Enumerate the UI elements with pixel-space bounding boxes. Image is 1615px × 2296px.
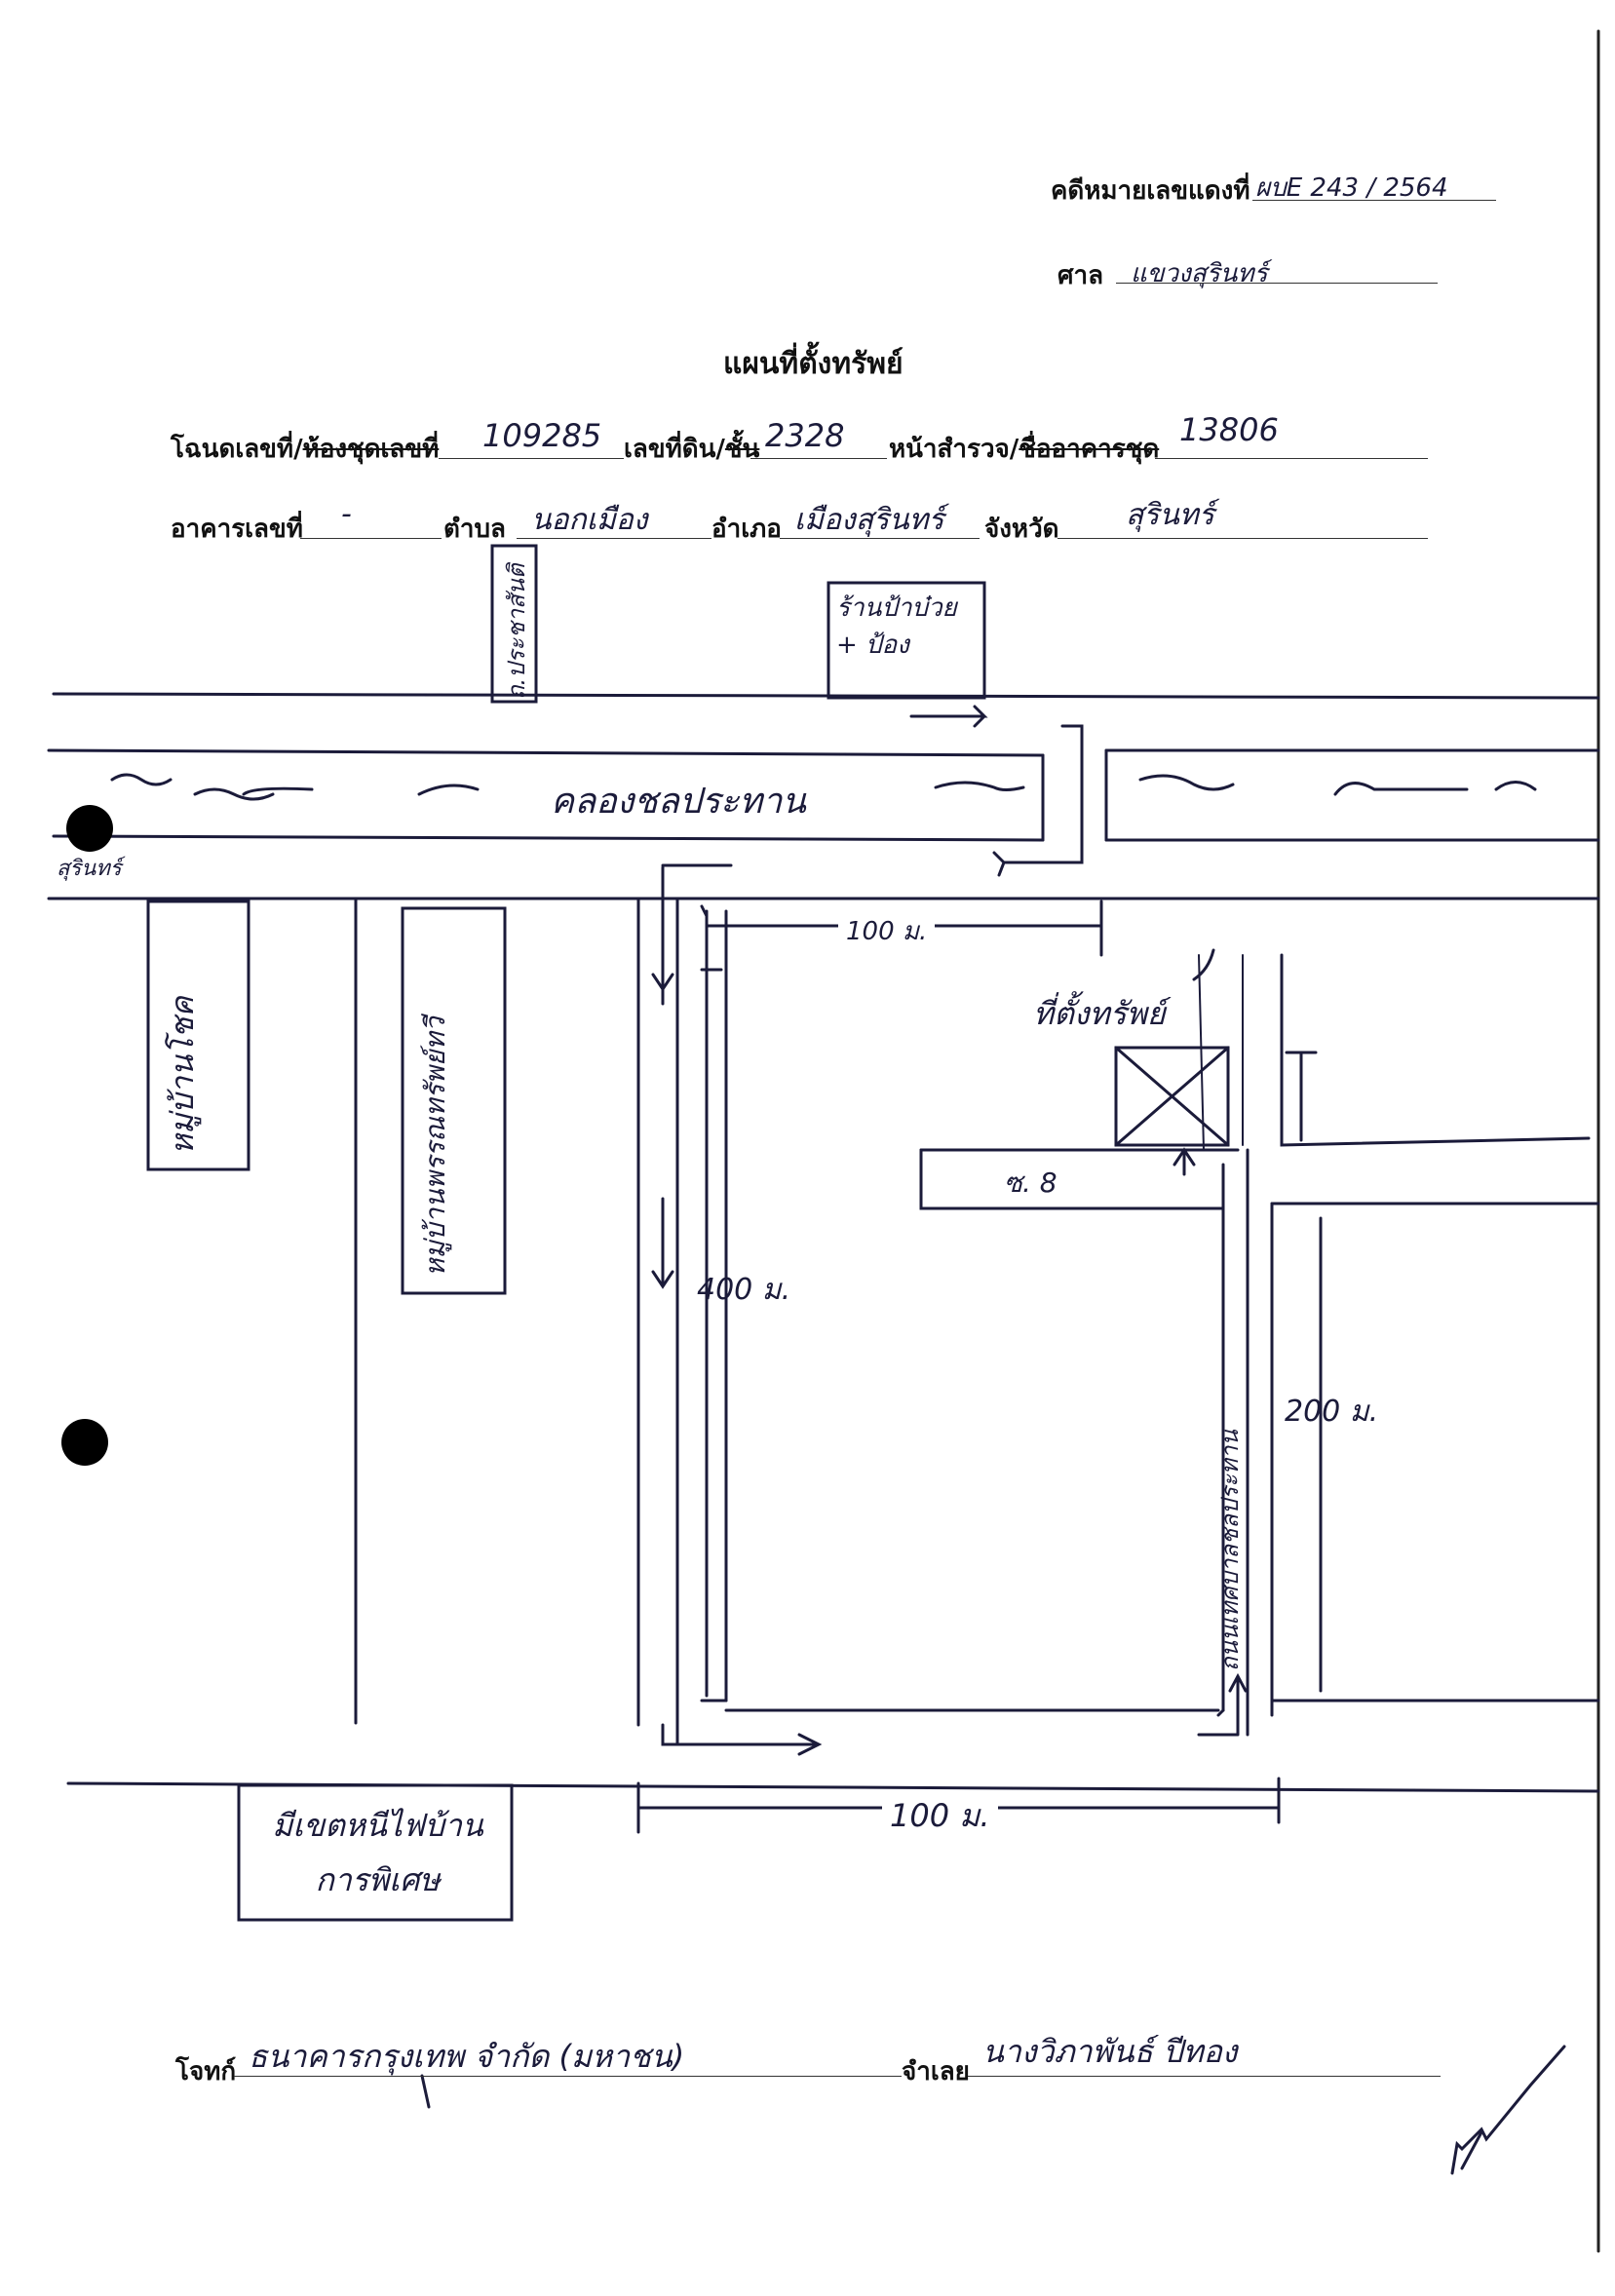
defendant-underline xyxy=(968,2076,1441,2077)
land-number-label: เลขที่ดิน/ชั้น xyxy=(624,429,759,469)
subdistrict-value: นอกเมือง xyxy=(531,503,648,537)
defendant-value: นางวิภาพันธ์ ปีทอง xyxy=(982,2033,1238,2070)
deed-number: 109285 xyxy=(482,417,602,454)
shop-label: ร้านป้าบ๋วย + ป้อง xyxy=(836,593,957,660)
bottom-box-label: มีเขตหนีไฟบ้าน การพิเศษ xyxy=(272,1807,483,1898)
court-value: แขวงสุรินทร์ xyxy=(1131,259,1268,288)
distance-top: 100 ม. xyxy=(838,911,936,951)
deed-label-text: โฉนดเลขที่/ xyxy=(171,435,303,464)
distance-right: 200 ม. xyxy=(1285,1395,1379,1429)
survey-label: หน้าสำรวจ/ชื่ออาคารชุด xyxy=(889,429,1159,469)
district-label: อำเภอ xyxy=(711,515,782,544)
district-value: เมืองสุรินทร์ xyxy=(794,503,944,537)
canal-label: คลองชลประทาน xyxy=(551,782,806,822)
survey-label-text: หน้าสำรวจ/ xyxy=(889,435,1019,464)
deed-label: โฉนดเลขที่/ห้องชุดเลขที่ xyxy=(171,429,439,469)
property-label: ที่ตั้งทรัพย์ xyxy=(1033,995,1166,1032)
subdistrict-underline xyxy=(517,538,711,539)
village-left-label: หมู่บ้านโชค xyxy=(164,996,201,1155)
distance-vertical: 400 ม. xyxy=(697,1273,791,1307)
court-underline xyxy=(1116,283,1438,284)
land-underline xyxy=(750,458,887,459)
survey-underline xyxy=(1155,458,1428,459)
road-label-prachasanti: ถ.ประชาสันติ xyxy=(503,563,530,700)
village-mid-label: หมู่บ้านพรรณทรัพย์ทวี xyxy=(419,1016,451,1277)
case-number-underline xyxy=(1252,200,1496,201)
province-label: จังหวัด xyxy=(984,515,1059,544)
road-right-label: ถนนเทศบาลชลประทาน xyxy=(1216,1430,1244,1671)
deed-underline xyxy=(439,458,624,459)
survey-value: 13806 xyxy=(1179,411,1279,448)
land-label-text: เลขที่ดิน/ xyxy=(624,435,725,464)
soi-label: ซ. 8 xyxy=(1004,1167,1057,1199)
building-label: อาคารเลขที่ xyxy=(171,515,303,544)
distance-bottom: 100 ม. xyxy=(882,1791,998,1841)
court-label: ศาล xyxy=(1057,261,1104,290)
survey-label-struck: ชื่ออาคารชุด xyxy=(1019,435,1160,464)
defendant-label: จำเลย xyxy=(902,2057,970,2086)
land-label-struck: ชั้น xyxy=(724,435,760,464)
page-title: แผนที่ตั้งทรัพย์ xyxy=(723,347,904,381)
plaintiff-value: ธนาคารกรุงเทพ จำกัด (มหาชน) xyxy=(249,2038,685,2075)
district-underline xyxy=(780,538,980,539)
surin-label: สุรินทร์ xyxy=(57,857,122,881)
subdistrict-label: ตำบล xyxy=(443,515,506,544)
deed-label-struck: ห้องชุดเลขที่ xyxy=(302,435,440,464)
case-number-label: คดีหมายเลขแดงที่ xyxy=(1051,176,1250,206)
plaintiff-underline xyxy=(234,2076,902,2077)
province-underline xyxy=(1057,538,1428,539)
province-value: สุรินทร์ xyxy=(1126,498,1214,532)
plaintiff-label: โจทก์ xyxy=(175,2057,237,2086)
case-number-value: ผบE 243 / 2564 xyxy=(1255,173,1448,203)
building-value: - xyxy=(341,497,352,531)
land-number-value: 2328 xyxy=(765,417,845,454)
building-underline xyxy=(300,538,442,539)
